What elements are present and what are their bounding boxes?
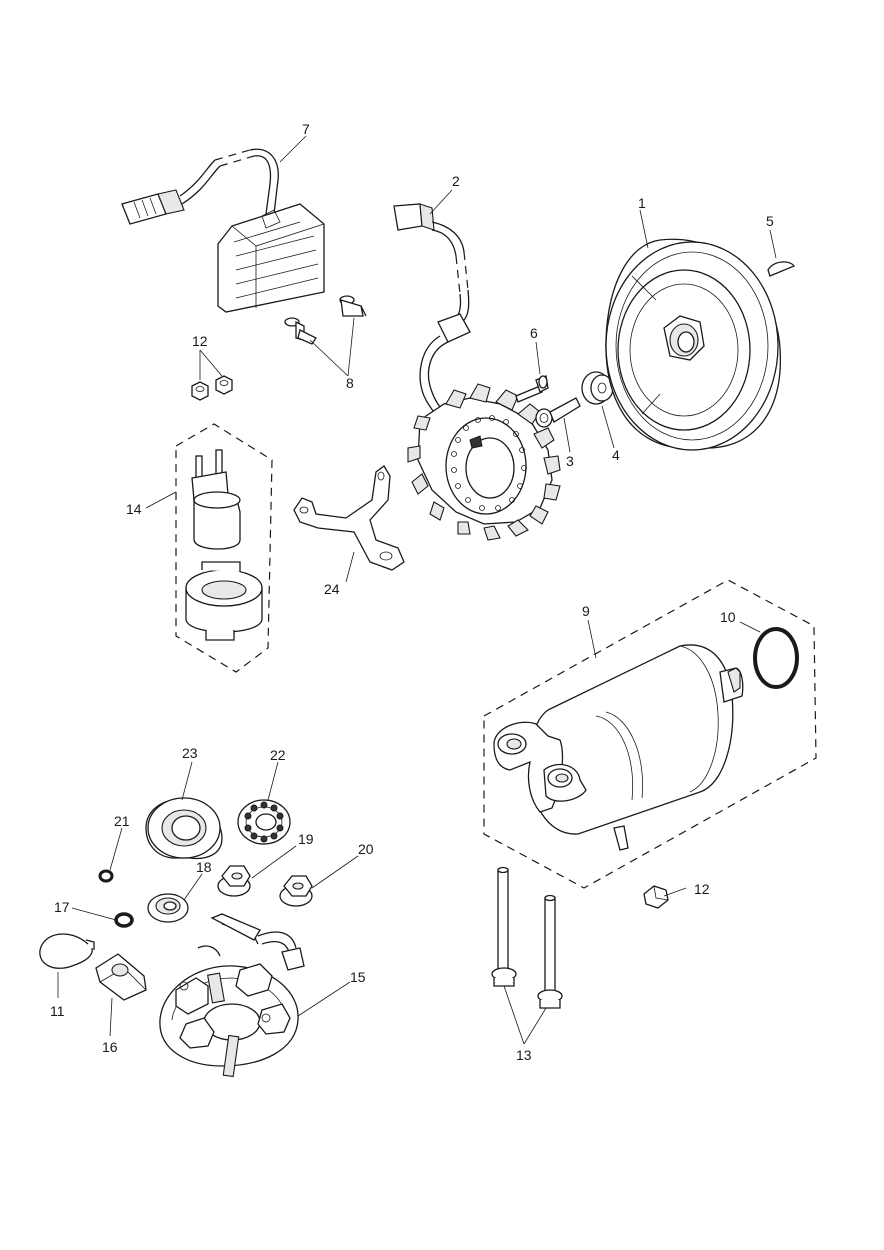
starter-relay-assembly [175, 423, 273, 673]
starter-motor [493, 644, 744, 851]
brush-clip [95, 953, 147, 1001]
callout-11: 11 [50, 1003, 65, 1019]
washer-17 [114, 912, 134, 928]
callout-18: 18 [196, 859, 212, 875]
regulator-rectifier [121, 148, 325, 313]
callout-2: 2 [452, 173, 460, 189]
callout-3: 3 [566, 453, 574, 469]
callout-8: 8 [346, 375, 354, 391]
stator-assembly [393, 203, 561, 541]
stator-holes [451, 415, 527, 511]
callout-14: 14 [126, 501, 142, 517]
callout-10: 10 [720, 609, 736, 625]
rotor-hub [663, 315, 705, 361]
small-washer [98, 869, 114, 883]
regulator-connector [121, 189, 185, 225]
starter-pinion [727, 667, 741, 693]
callout-23: 23 [182, 745, 198, 761]
callout-12-right: 12 [694, 881, 710, 897]
callout-13: 13 [516, 1047, 532, 1063]
bearing-rollers [244, 801, 284, 843]
flange-nut-19 [217, 865, 251, 897]
callout-12-left: 12 [192, 333, 208, 349]
roller-bearing [237, 799, 291, 845]
starter-nut [643, 885, 669, 909]
callout-19: 19 [298, 831, 314, 847]
leader-lines [57, 135, 777, 1045]
woodruff-key [767, 261, 795, 277]
long-bolt-right [537, 894, 563, 1009]
callout-9: 9 [582, 603, 590, 619]
callout-4: 4 [612, 447, 620, 463]
callout-24: 24 [324, 581, 340, 597]
nuts-pair [191, 375, 233, 401]
rotor-washer [581, 371, 614, 405]
callout-labels: 7 2 1 5 6 12 8 3 4 14 24 9 10 23 22 21 1… [50, 121, 774, 1063]
starter-relay [191, 449, 241, 550]
long-bolt-left [491, 866, 517, 987]
stator-screw [515, 375, 549, 403]
stator-connector [393, 203, 435, 231]
callout-20: 20 [358, 841, 374, 857]
circlip [39, 933, 95, 969]
callout-6: 6 [530, 325, 538, 341]
bolt-upper [339, 295, 367, 317]
brush-holders [175, 963, 291, 1078]
flange-nut-20 [279, 875, 313, 907]
stator-teeth [407, 383, 561, 541]
starter-long-bolts [491, 866, 563, 1009]
alternator-rotor [605, 238, 782, 451]
callout-15: 15 [350, 969, 366, 985]
bracket [293, 465, 405, 571]
callout-21: 21 [114, 813, 130, 829]
callout-17: 17 [54, 899, 70, 915]
oil-seal [147, 893, 189, 923]
relay-rubber-mount [185, 561, 263, 641]
bearing-large [145, 797, 223, 860]
starter-motor-assembly [483, 579, 817, 889]
callout-1: 1 [638, 195, 646, 211]
bolt-lower [284, 317, 317, 345]
stator [407, 383, 561, 541]
regulator-bolts [284, 295, 367, 345]
o-ring [753, 627, 799, 689]
callout-22: 22 [270, 747, 286, 763]
callout-5: 5 [766, 213, 774, 229]
brush-holder-plate [159, 913, 305, 1078]
callout-16: 16 [102, 1039, 118, 1055]
rotor-bolt [535, 397, 581, 428]
callout-7: 7 [302, 121, 310, 137]
